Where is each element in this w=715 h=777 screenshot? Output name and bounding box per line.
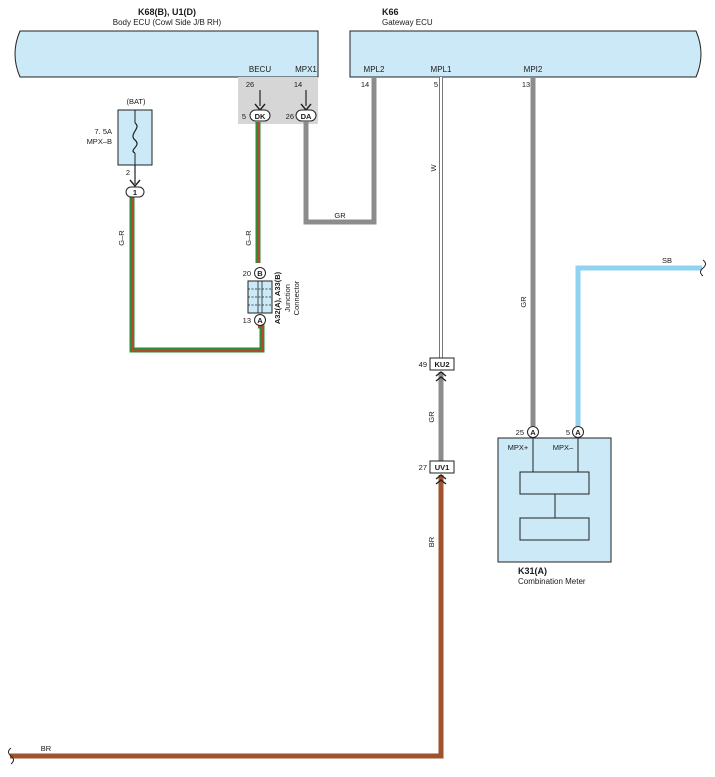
fuse-rating: 7. 5A (94, 127, 112, 136)
wire-br (10, 475, 444, 759)
pin-fuse-out: 2 (126, 168, 130, 177)
wire-label-gr-ku2: GR (427, 411, 436, 423)
meter-a-plus-label: A (530, 428, 536, 437)
pin-mpx1: 14 (294, 80, 302, 89)
pin-meter-a-minus: 5 (566, 428, 570, 437)
jc-b-label: B (257, 269, 263, 278)
pin-jc-a: 13 (243, 316, 251, 325)
connector-da: DA (295, 109, 317, 122)
fuse-out-arrow (129, 165, 141, 188)
junction-connector: B A 20 13 A32(A), A33(B) Junction Connec… (243, 267, 301, 326)
connector-ku2-label: KU2 (434, 360, 449, 369)
terminal-becu: BECU (249, 65, 271, 74)
meter-a-minus-label: A (575, 428, 581, 437)
terminal-mpl1: MPL1 (431, 65, 452, 74)
connector-1-label: 1 (133, 188, 137, 197)
combination-meter: A A 25 5 MPX+ MPX– K31(A) Combination Me… (497, 426, 612, 586)
wire-g-r (129, 122, 265, 353)
pin-ku2: 49 (419, 360, 427, 369)
wire-label-br-vert: BR (427, 536, 436, 547)
connector-ku2: KU2 (429, 357, 455, 382)
terminal-mpx-minus: MPX– (553, 443, 574, 452)
pin-meter-a-plus: 25 (516, 428, 524, 437)
jc-id: A32(A), A33(B) (273, 271, 282, 324)
connector-dk: DK (249, 109, 271, 122)
fuse-source: (BAT) (126, 97, 146, 106)
connector-uv1-label: UV1 (435, 463, 450, 472)
pin-mpi2: 13 (522, 80, 530, 89)
connector-da-label: DA (301, 112, 312, 121)
wire-gr-mpx1-mpl2 (303, 77, 377, 225)
jc-line2: Connector (292, 280, 301, 315)
pin-mpl1: 5 (434, 80, 438, 89)
wire-label-g-r-fuse: G–R (117, 230, 126, 246)
connector-1: 1 (125, 186, 145, 198)
connector-dk-label: DK (255, 112, 266, 121)
gateway-ecu-name: Gateway ECU (382, 18, 433, 27)
terminal-mpx1: MPX1 (295, 65, 317, 74)
jc-a-label: A (257, 316, 263, 325)
wire-label-g-r-jc: G–R (244, 230, 253, 246)
fuse-name: MPX–B (87, 137, 112, 146)
wire-break-left (8, 747, 14, 765)
terminal-mpl2: MPL2 (364, 65, 385, 74)
meter-id: K31(A) (518, 566, 547, 576)
jc-line1: Junction (283, 284, 292, 312)
wire-break-right (700, 259, 706, 277)
meter-name: Combination Meter (518, 577, 586, 586)
wire-sb (575, 265, 702, 426)
gateway-ecu-id: K66 (382, 7, 399, 17)
pin-mpl2: 14 (361, 80, 369, 89)
body-ecu: K68(B), U1(D) Body ECU (Cowl Side J/B RH… (14, 7, 319, 78)
terminal-mpi2: MPI2 (524, 65, 543, 74)
body-ecu-name: Body ECU (Cowl Side J/B RH) (113, 18, 222, 27)
pin-becu: 26 (246, 80, 254, 89)
pin-da: 26 (286, 112, 294, 121)
wire-label-gr-da: GR (334, 211, 346, 220)
wire-label-gr-mpi2: GR (519, 296, 528, 308)
terminal-mpx-plus: MPX+ (508, 443, 529, 452)
wire-label-w: W (429, 164, 438, 172)
body-ecu-id: K68(B), U1(D) (138, 7, 196, 17)
pin-dk: 5 (242, 112, 246, 121)
pin-uv1: 27 (419, 463, 427, 472)
fuse-mpx-b: (BAT) 7. 5A MPX–B (87, 97, 153, 166)
wire-label-sb: SB (662, 256, 672, 265)
pin-jc-b: 20 (243, 269, 251, 278)
gateway-ecu: K66 Gateway ECU MPL2 MPL1 MPI2 (349, 7, 702, 78)
wire-label-br-bottom: BR (41, 744, 52, 753)
connector-uv1: UV1 (429, 460, 455, 485)
